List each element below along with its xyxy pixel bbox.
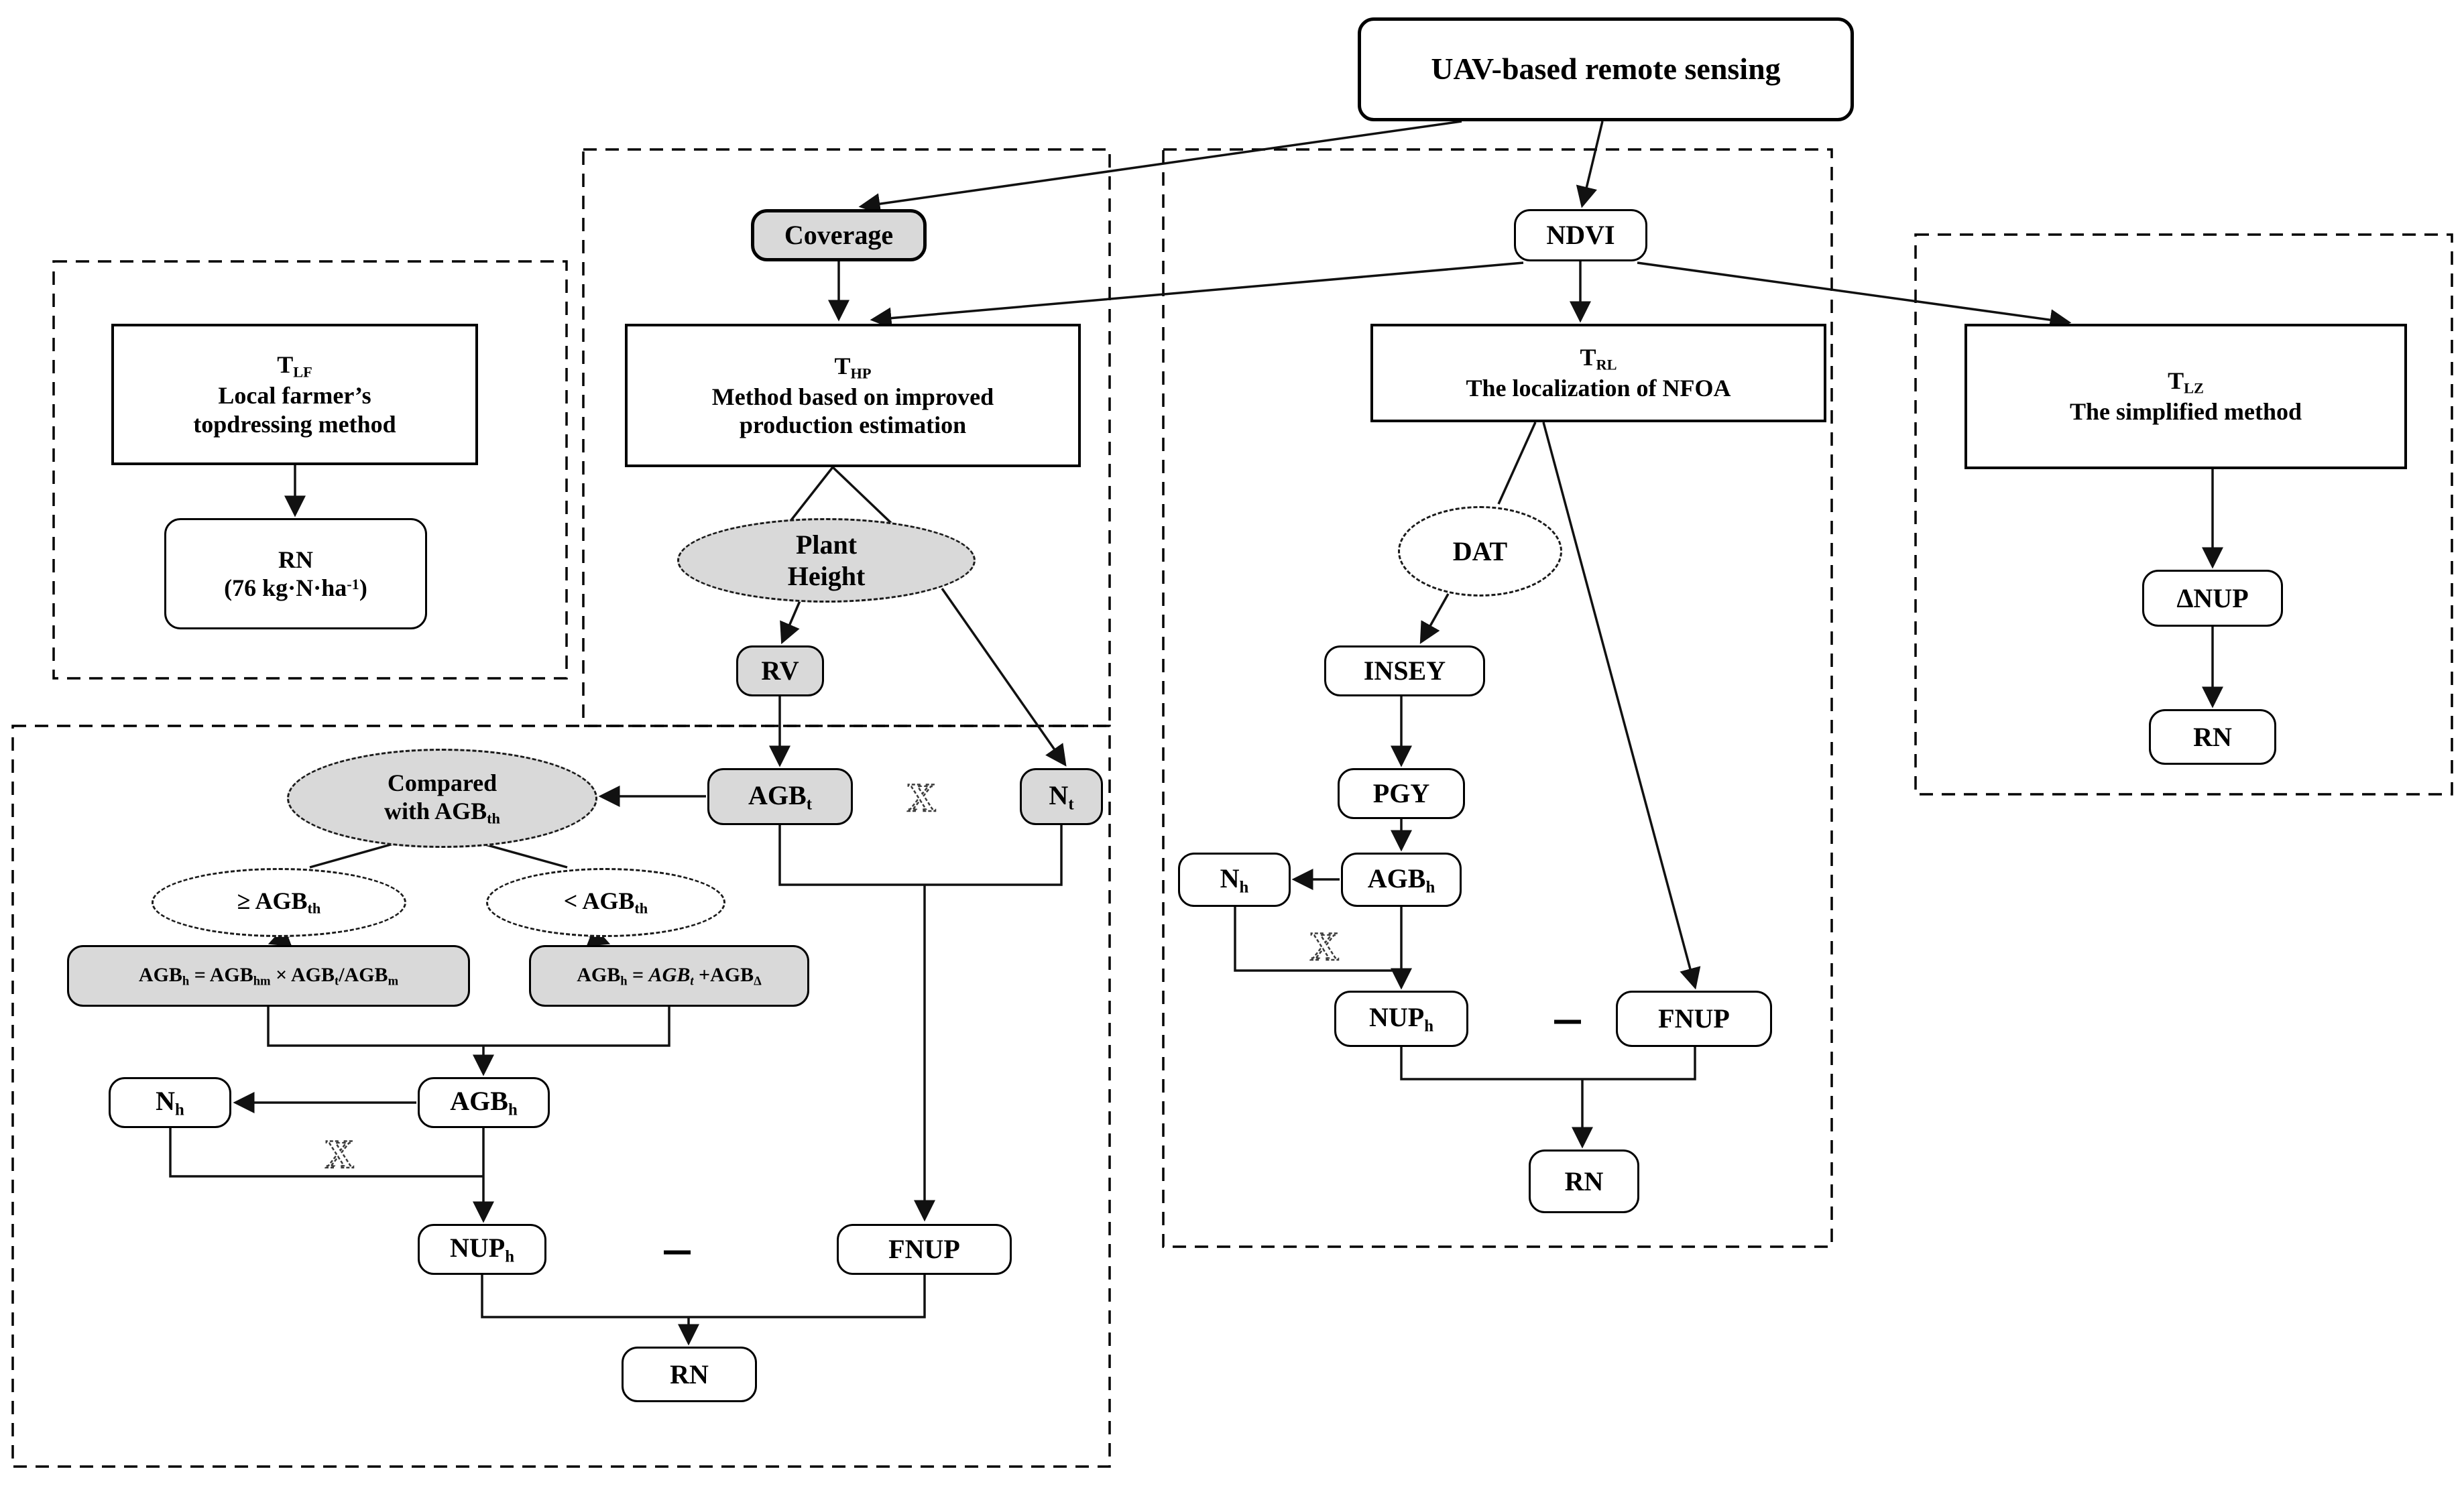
edge-agbt-nt-join bbox=[778, 825, 1063, 886]
node-formula-agbh-sum: AGBh = AGBt +AGBΔ bbox=[529, 945, 809, 1007]
node-n-h-middle: Nh bbox=[1178, 853, 1291, 907]
node-fnup-middle: FNUP bbox=[1616, 991, 1772, 1047]
edge-trl-to-dat bbox=[1497, 422, 1537, 505]
multiply-symbol-nh1-agbh1: X bbox=[325, 1132, 353, 1176]
node-nup-h-left: NUPh bbox=[418, 1224, 546, 1275]
node-trl-nfoa-localization: TRL The localization of NFOA bbox=[1370, 324, 1826, 422]
edge-uav-to-ndvi bbox=[1576, 121, 1604, 208]
node-plant-height: Plant Height bbox=[677, 518, 976, 603]
node-thp-improved-production: THP Method based on improved production … bbox=[625, 324, 1081, 467]
node-fnup-left: FNUP bbox=[837, 1224, 1012, 1275]
node-n-t: Nt bbox=[1020, 768, 1103, 825]
node-rv: RV bbox=[736, 645, 824, 696]
edge-plant-to-rv bbox=[780, 597, 803, 645]
edge-trl-to-fnup2 bbox=[1542, 422, 1701, 990]
edge-ndvi-to-tlz bbox=[1637, 261, 2072, 331]
edge-dat-to-insey bbox=[1419, 593, 1450, 644]
node-tlz-simplified-method: TLZ The simplified method bbox=[1964, 324, 2407, 469]
node-uav-remote-sensing: UAV-based remote sensing bbox=[1358, 17, 1854, 121]
edge-nuph1-fnup1-join bbox=[481, 1275, 926, 1318]
edge-compared-to-ge bbox=[309, 841, 401, 869]
node-agb-h-middle: AGBh bbox=[1341, 853, 1462, 907]
edge-uav-to-coverage bbox=[858, 120, 1462, 214]
multiply-symbol-nh2-agbh2: X bbox=[1309, 924, 1338, 969]
node-compared-with-agbth: Compared with AGBth bbox=[287, 749, 597, 848]
node-coverage: Coverage bbox=[751, 209, 927, 261]
node-condition-lt-agbth: < AGBth bbox=[486, 868, 725, 937]
minus-operator-nuph1-fnup1: − bbox=[660, 1220, 693, 1284]
node-delta-nup: ΔNUP bbox=[2142, 570, 2283, 627]
node-dat: DAT bbox=[1398, 506, 1562, 597]
node-condition-ge-agbth: ≥ AGBth bbox=[152, 868, 406, 937]
node-formula-agbh-ratio: AGBh = AGBhm × AGBt/AGBm bbox=[67, 945, 470, 1007]
panel-nfoa-localization bbox=[1162, 148, 1833, 1248]
edge-nh2-join bbox=[1234, 907, 1401, 972]
node-insey: INSEY bbox=[1324, 645, 1485, 696]
edge-nh1-join bbox=[169, 1128, 483, 1178]
edge-nuph2-fnup2-join bbox=[1400, 1047, 1696, 1080]
minus-operator-nuph2-fnup2: − bbox=[1551, 989, 1584, 1054]
edge-ndvi-to-thp bbox=[870, 261, 1524, 329]
edge-plant-to-nt bbox=[941, 587, 1067, 767]
node-rn-right: RN bbox=[2149, 709, 2276, 765]
node-agb-t: AGBt bbox=[707, 768, 853, 825]
node-rn-middle: RN bbox=[1529, 1150, 1639, 1213]
node-pgy: PGY bbox=[1338, 768, 1465, 819]
panel-simplified-method bbox=[1914, 233, 2453, 796]
node-nup-h-middle: NUPh bbox=[1334, 991, 1468, 1047]
edge-thp-to-plant-right bbox=[831, 466, 894, 526]
node-tlf-local-farmer-method: TLF Local farmer’s topdressing method bbox=[111, 324, 478, 465]
node-n-h-left: Nh bbox=[109, 1077, 231, 1128]
node-rn-left: RN bbox=[622, 1347, 757, 1402]
node-agb-h-left: AGBh bbox=[418, 1077, 550, 1128]
panel-improved-production-estimation bbox=[11, 725, 1111, 1468]
edge-formulas-join bbox=[267, 1007, 670, 1047]
edge-thp-to-plant-left bbox=[790, 466, 834, 521]
edge-lt-to-formula2 bbox=[586, 926, 611, 946]
node-ndvi: NDVI bbox=[1514, 209, 1647, 261]
panel-local-farmer-method bbox=[52, 260, 568, 680]
node-rn-76: RN (76 kg·N·ha-1) bbox=[164, 518, 427, 629]
multiply-symbol-agbt-nt: X bbox=[906, 776, 935, 820]
